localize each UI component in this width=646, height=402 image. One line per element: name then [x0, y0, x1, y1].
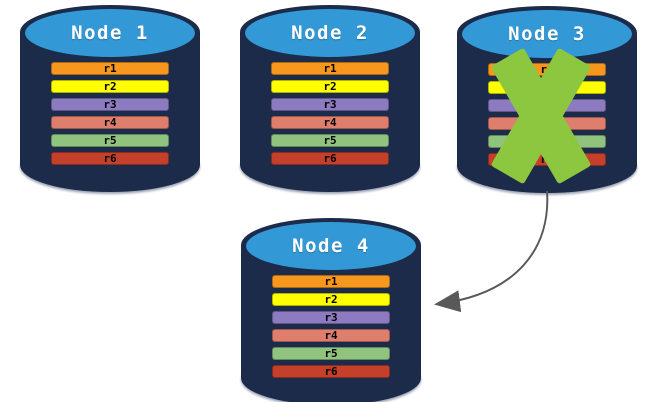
replica-row-r2: r2 [272, 293, 390, 306]
cylinder-top-face: Node 3 [462, 10, 632, 58]
cylinder-top-face: Node 4 [246, 222, 416, 270]
replica-row-r5: r5 [271, 134, 389, 147]
replica-row-r1: r1 [272, 275, 390, 288]
replica-row-r2: r2 [271, 80, 389, 93]
replica-row-r3: r3 [272, 311, 390, 324]
replica-row-list: r1 r2 r3 r4 r5 r6 [51, 62, 169, 165]
replica-row-r3: r3 [51, 98, 169, 111]
replica-row-r1: r1 [51, 62, 169, 75]
node-4-cylinder: Node 4 r1 r2 r3 r4 r5 r6 [241, 218, 421, 402]
replica-row-r1: r1 [271, 62, 389, 75]
replica-row-r3: r3 [271, 98, 389, 111]
replica-row-list: r1 r2 r3 r4 r5 r6 [272, 275, 390, 378]
replica-row-r5: r5 [51, 134, 169, 147]
replica-row-r4: r4 [271, 116, 389, 129]
cylinder-top-face: Node 2 [245, 9, 415, 57]
replica-row-r2: r2 [51, 80, 169, 93]
cylinder-bottom [240, 138, 420, 192]
replica-row-r6: r6 [272, 365, 390, 378]
node-title: Node 4 [292, 235, 370, 257]
node-2-cylinder: Node 2 r1 r2 r3 r4 r5 r6 [240, 5, 420, 192]
replica-row-list: r1 r2 r3 r4 r5 r6 [271, 62, 389, 165]
node-title: Node 1 [71, 22, 149, 44]
replica-row-r4: r4 [51, 116, 169, 129]
replica-row-r6: r6 [51, 152, 169, 165]
replica-row-r4: r4 [272, 329, 390, 342]
node-title: Node 3 [508, 23, 586, 45]
replica-row-r5: r5 [272, 347, 390, 360]
cylinder-bottom [20, 138, 200, 192]
node-title: Node 2 [291, 22, 369, 44]
failure-x-icon [487, 47, 595, 185]
node-1-cylinder: Node 1 r1 r2 r3 r4 r5 r6 [20, 5, 200, 192]
replica-row-r6: r6 [271, 152, 389, 165]
cylinder-top-face: Node 1 [25, 9, 195, 57]
